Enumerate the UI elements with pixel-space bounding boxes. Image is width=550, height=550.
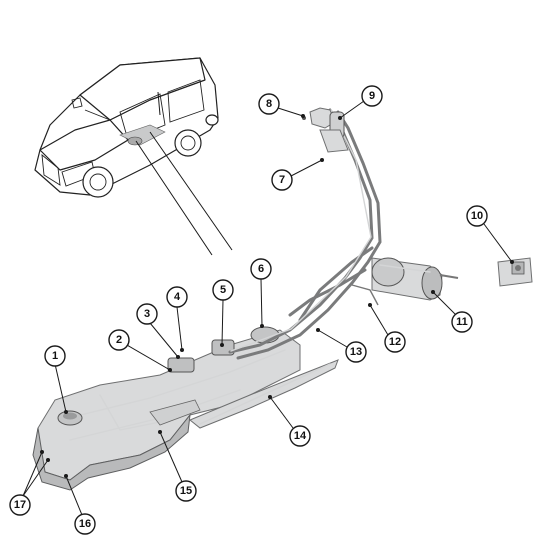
callout-7: 7 xyxy=(271,169,293,191)
callout-label: 5 xyxy=(220,284,226,296)
callout-label: 15 xyxy=(180,485,192,497)
filler-neck xyxy=(302,107,349,153)
callout-8: 8 xyxy=(258,93,280,115)
callout-9: 9 xyxy=(361,85,383,107)
callout-label: 17 xyxy=(14,499,26,511)
callout-6: 6 xyxy=(250,258,272,280)
callout-4: 4 xyxy=(166,286,188,308)
callout-16: 16 xyxy=(74,513,96,535)
callout-label: 12 xyxy=(389,336,401,348)
callout-1: 1 xyxy=(44,345,66,367)
callout-label: 2 xyxy=(116,334,122,346)
vehicle-locator-illustration xyxy=(34,57,233,256)
callout-label: 11 xyxy=(456,316,468,328)
callout-label: 3 xyxy=(144,308,150,320)
callout-label: 7 xyxy=(279,174,285,186)
callout-label: 16 xyxy=(79,518,91,530)
callout-label: 4 xyxy=(174,291,181,303)
callout-17: 17 xyxy=(9,494,31,516)
callout-13: 13 xyxy=(345,341,367,363)
callout-label: 13 xyxy=(350,346,362,358)
fuel-lines xyxy=(228,108,382,360)
callout-label: 10 xyxy=(471,210,483,222)
callout-5: 5 xyxy=(212,279,234,301)
callout-label: 8 xyxy=(266,98,272,110)
callout-label: 1 xyxy=(52,350,58,362)
callout-15: 15 xyxy=(175,480,197,502)
callout-11: 11 xyxy=(451,311,473,333)
callout-label: 6 xyxy=(258,263,264,275)
callout-14: 14 xyxy=(289,425,311,447)
callout-label: 14 xyxy=(294,430,307,442)
heat-shield xyxy=(189,359,339,429)
callout-label: 9 xyxy=(369,90,375,102)
callout-3: 3 xyxy=(136,303,158,325)
callout-12: 12 xyxy=(384,331,406,353)
callout-10: 10 xyxy=(466,205,488,227)
canister-bracket xyxy=(497,257,533,287)
callouts: 1 2 3 4 5 xyxy=(9,85,514,535)
carbon-canister xyxy=(371,257,459,301)
callout-2: 2 xyxy=(108,329,130,351)
